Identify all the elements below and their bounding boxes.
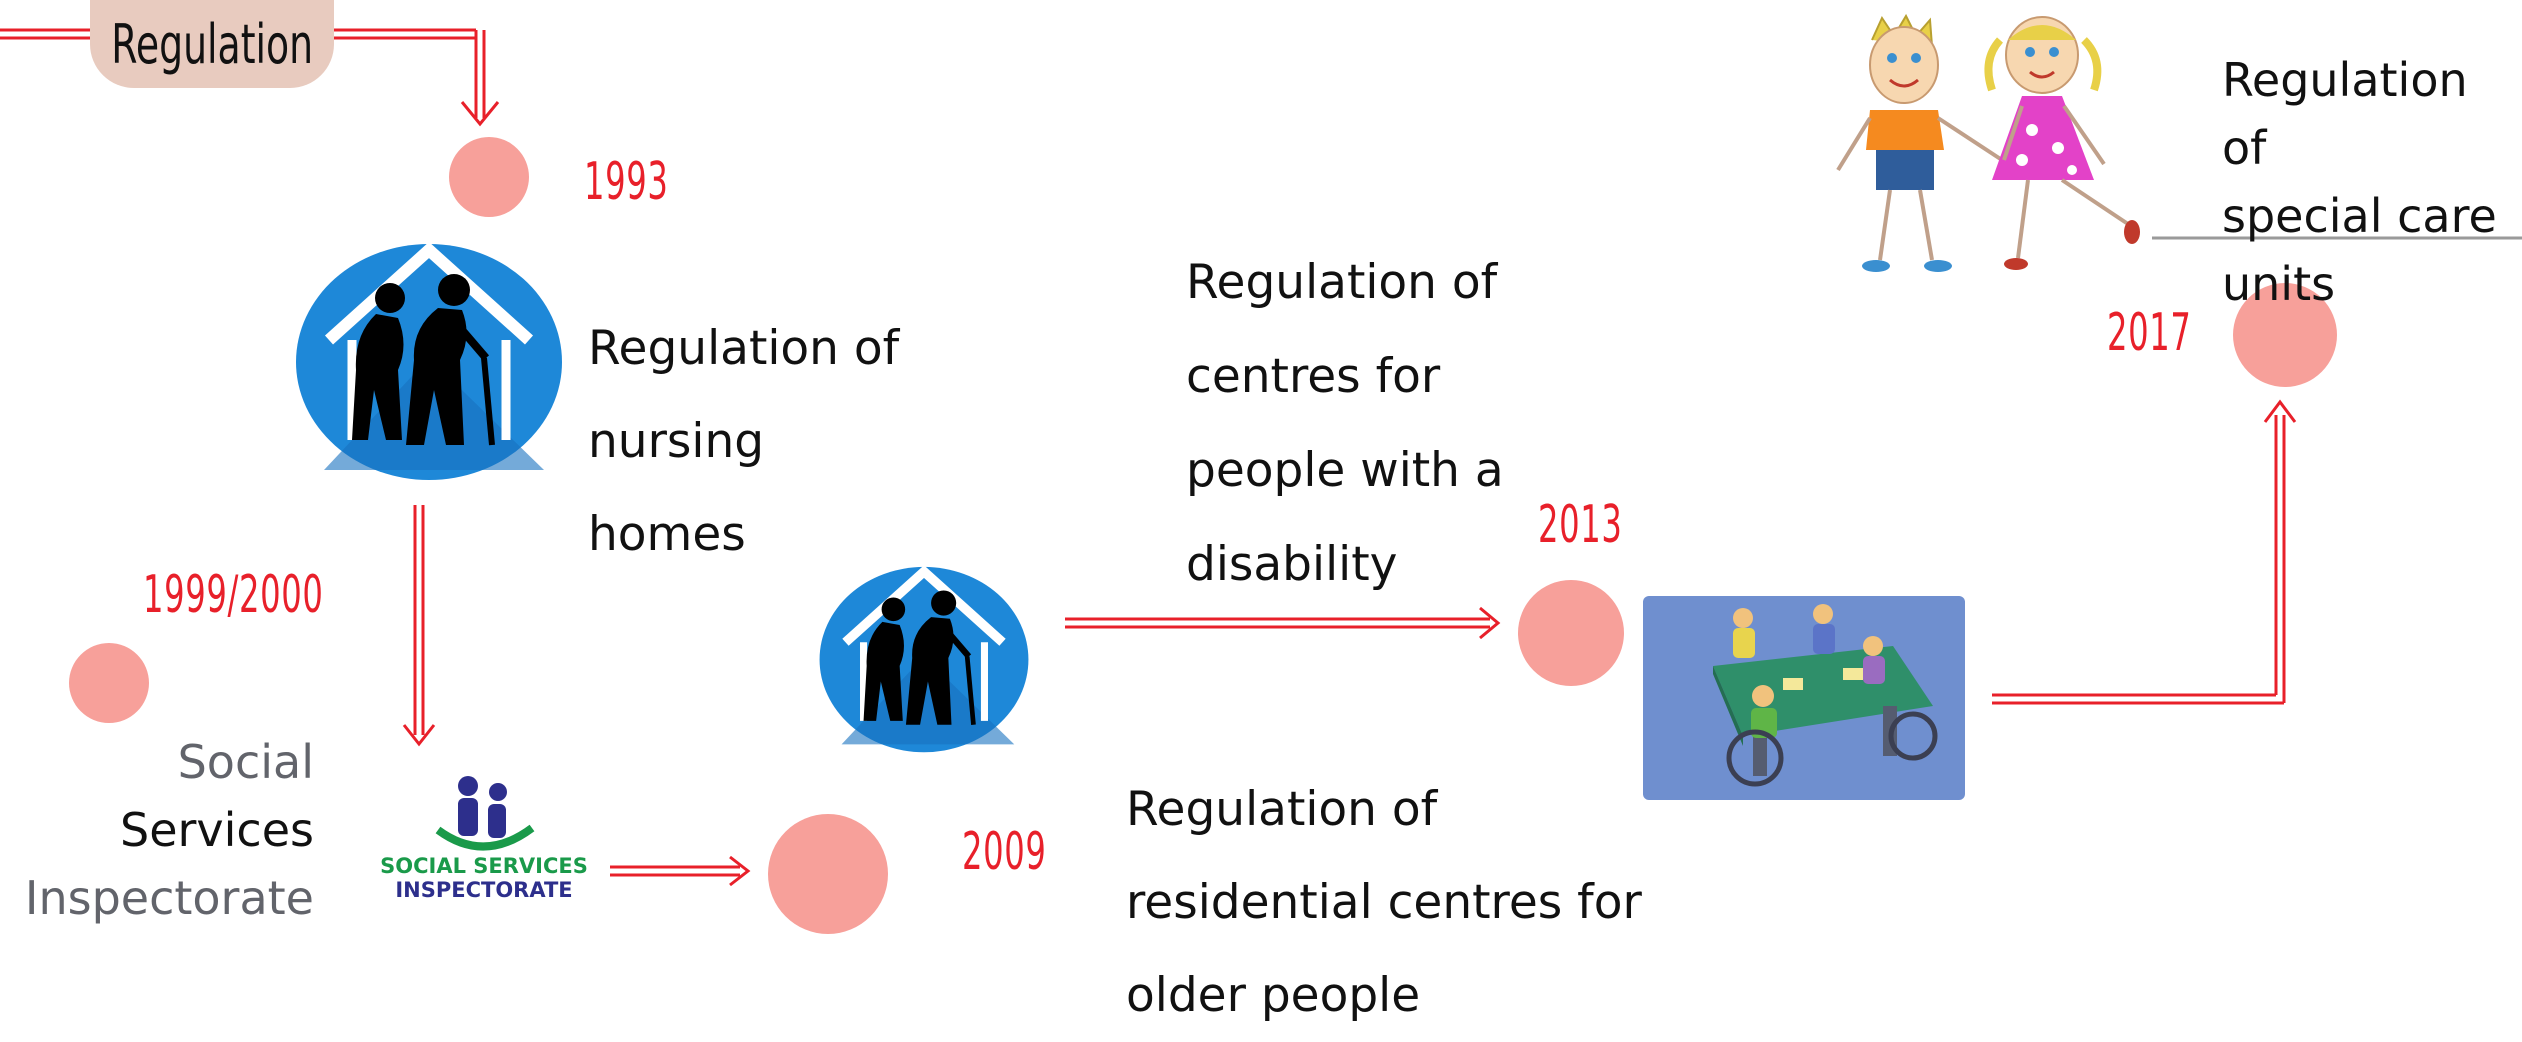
elderly-couple-house-icon <box>294 240 564 480</box>
arrow-1993-to-ssi <box>402 505 436 747</box>
milestone-dot-2009 <box>768 814 888 934</box>
year-label-1993: 1993 <box>584 152 669 212</box>
milestone-dot-1993 <box>449 137 529 217</box>
milestone-dot-2013 <box>1518 580 1624 686</box>
arrow-2013-to-2017 <box>1992 399 2297 705</box>
caption-1999-line-2: Services <box>120 803 314 857</box>
regulation-pill: Regulation <box>90 0 334 88</box>
arrow-into-pill <box>0 28 92 40</box>
caption-1999-line-3: Inspectorate <box>24 871 314 925</box>
year-label-2017: 2017 <box>2107 303 2192 363</box>
group-meeting-illustration <box>1643 596 1965 800</box>
caption-2013: Regulation of centres for people with a … <box>1186 255 1504 592</box>
year-label-2009: 2009 <box>962 822 1047 882</box>
caption-1993: Regulation of nursing homes <box>588 321 900 562</box>
caption-1999-line-1: Social <box>177 735 314 789</box>
children-holding-hands-illustration <box>1832 10 2152 280</box>
ssi-logo-line-2: INSPECTORATE <box>395 878 573 902</box>
ssi-logo-icon: SOCIAL SERVICES INSPECTORATE <box>378 768 590 904</box>
elderly-couple-house-icon-2 <box>818 554 1030 762</box>
caption-1999: Social Services Inspectorate <box>20 728 314 932</box>
milestone-dot-1999 <box>69 643 149 723</box>
milestone-dot-2017 <box>2233 283 2337 387</box>
year-label-2013: 2013 <box>1538 495 1623 555</box>
arrow-pill-to-1993 <box>334 28 500 127</box>
arrow-2009-to-2013 <box>1065 606 1501 640</box>
year-label-1999: 1999/2000 <box>143 565 324 625</box>
caption-2009: Regulation of residential centres for ol… <box>1126 782 1642 1023</box>
caption-2017: Regulation of special care units <box>2222 53 2497 311</box>
regulation-label: Regulation <box>111 12 313 76</box>
ssi-logo-line-1: SOCIAL SERVICES <box>380 854 588 878</box>
arrow-ssi-to-2009 <box>610 855 751 887</box>
